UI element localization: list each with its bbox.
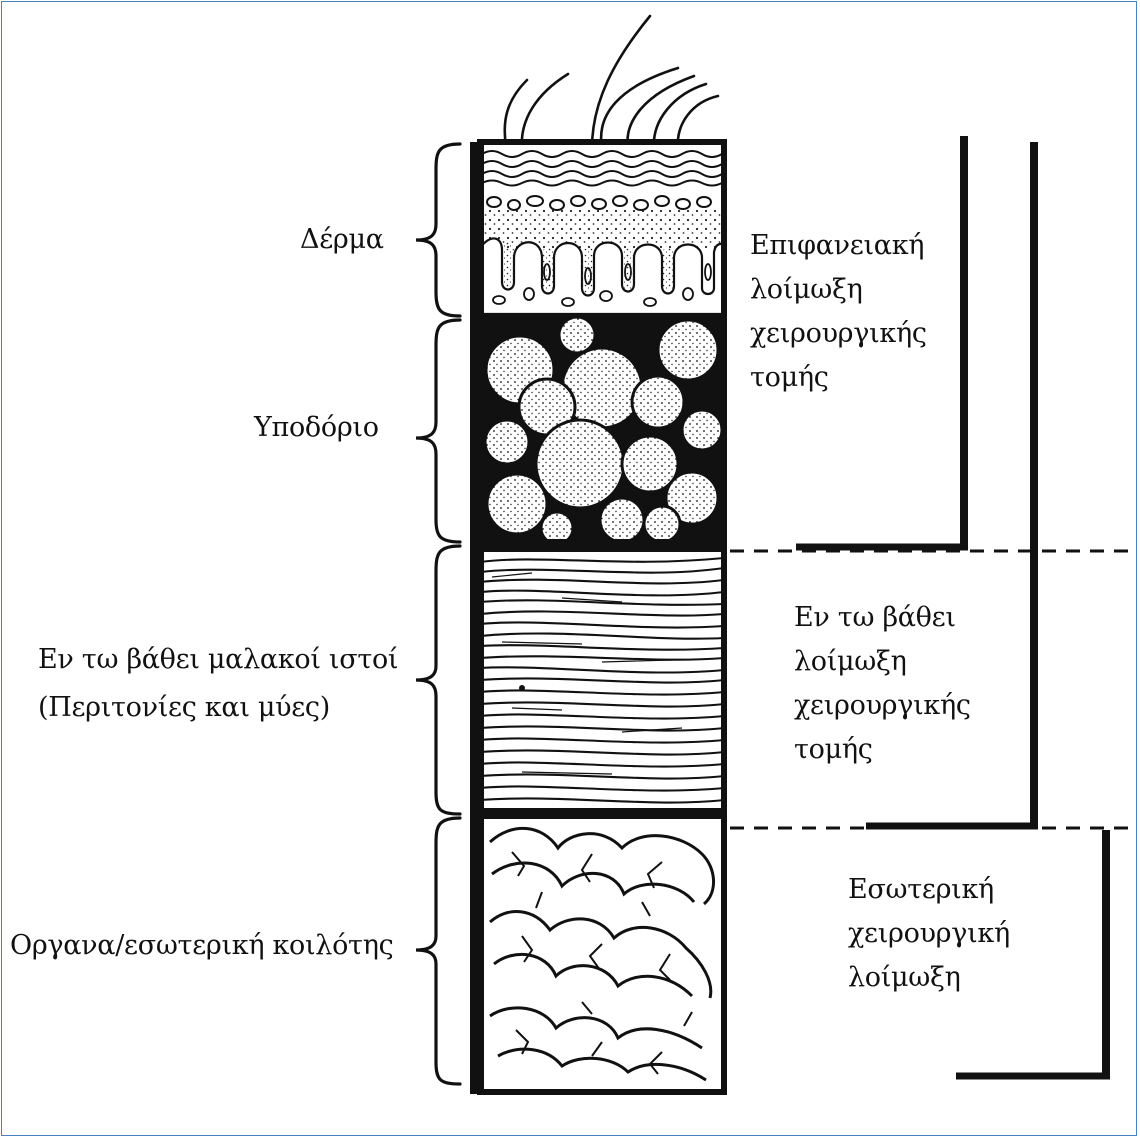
muscle-layer <box>480 542 724 818</box>
hair-strands <box>505 16 718 148</box>
epidermis-layer <box>480 142 724 250</box>
infection-label-deep: Εν τω βάθει λοίμωξη χειρουργικής τομής <box>794 596 971 772</box>
dermis-layer <box>480 238 724 314</box>
layer-label-skin: Δέρμα <box>300 224 384 256</box>
layer-braces <box>416 144 460 1084</box>
infection-label-organ-space: Εσωτερική χειρουργική λοίμωξη <box>848 868 1010 1000</box>
layer-label-subcutaneous: Υποδόριο <box>254 412 379 444</box>
layer-label-deep-soft-tissue: Εν τω βάθει μαλακοί ιστοί (Περιτονίες κα… <box>38 636 398 732</box>
infection-label-superficial: Επιφανειακή λοίμωξη χειρουργικής τομής <box>750 224 927 400</box>
subcutaneous-layer <box>480 314 724 544</box>
layer-label-organ-space: Οργανα/εσωτερική κοιλότης <box>10 930 393 962</box>
layer-label-fascia-muscle: (Περιτονίες και μύες) <box>38 684 398 732</box>
organ-layer <box>480 818 724 1092</box>
